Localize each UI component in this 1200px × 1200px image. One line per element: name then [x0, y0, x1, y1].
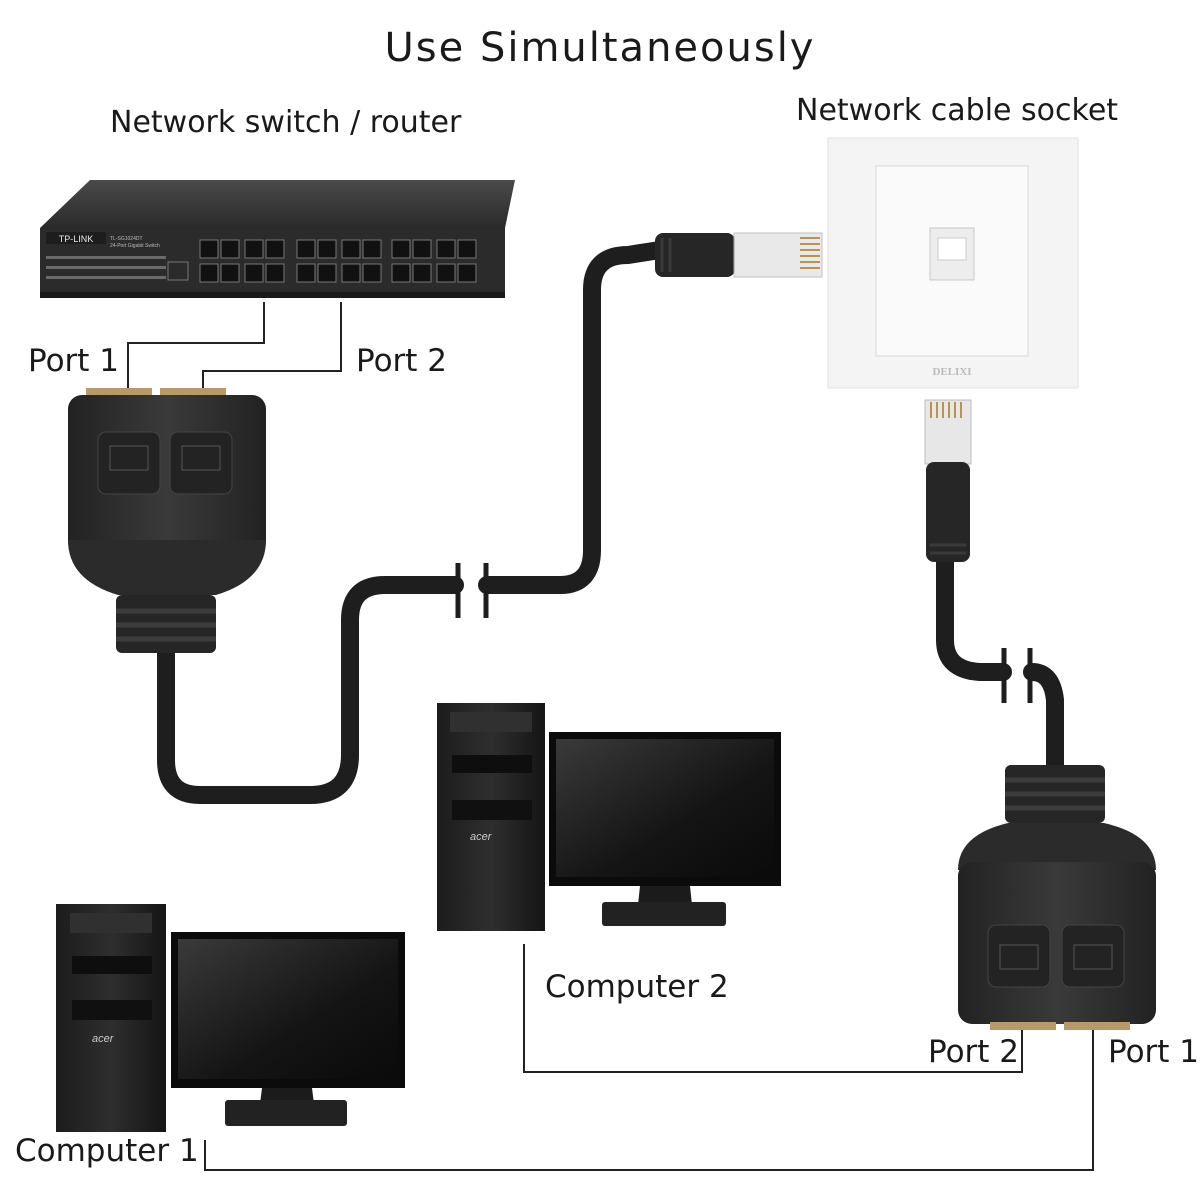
splitter-left [68, 388, 266, 653]
network-switch: TP-LINK TL-SG1024DT 24-Port Gigabit Swit… [40, 180, 515, 298]
splitter-right [958, 765, 1156, 1030]
svg-text:TL-SG1024DT: TL-SG1024DT [110, 236, 143, 242]
label-port1-top: Port 1 [28, 343, 120, 379]
diagram-title: Use Simultaneously [384, 25, 816, 71]
cables [157, 241, 1064, 804]
label-port2-top: Port 2 [356, 343, 448, 379]
rj45-plug-bottom [924, 399, 972, 562]
label-port2-bottom: Port 2 [928, 1034, 1020, 1070]
label-computer2: Computer 2 [545, 969, 729, 1005]
switch-brand: TP-LINK [59, 234, 94, 244]
computer-1: acer [56, 904, 405, 1132]
switch-port1-line [127, 302, 265, 388]
svg-text:acer: acer [92, 1033, 115, 1045]
wall-socket: DELIXI [827, 137, 1079, 389]
rj45-plug-top [655, 232, 823, 278]
cable-left [157, 576, 464, 804]
cable-right [936, 551, 1012, 681]
label-network-switch: Network switch / router [110, 105, 462, 140]
computer1-line [204, 1030, 1094, 1171]
label-network-socket: Network cable socket [796, 93, 1119, 128]
svg-text:acer: acer [470, 831, 493, 843]
cable-break-marks [455, 563, 1033, 703]
switch-ports [199, 239, 477, 283]
cable-left-2 [478, 241, 669, 594]
switch-port2-line [202, 302, 342, 388]
label-computer1: Computer 1 [15, 1133, 199, 1169]
connection-lines [127, 302, 1094, 1171]
label-port1-bottom: Port 1 [1108, 1034, 1200, 1070]
computer2-line [523, 944, 1023, 1073]
computer-2: acer [437, 703, 781, 931]
cable-right-2 [1023, 663, 1064, 779]
svg-text:24-Port Gigabit Switch: 24-Port Gigabit Switch [110, 243, 160, 249]
socket-brand: DELIXI [932, 366, 971, 378]
